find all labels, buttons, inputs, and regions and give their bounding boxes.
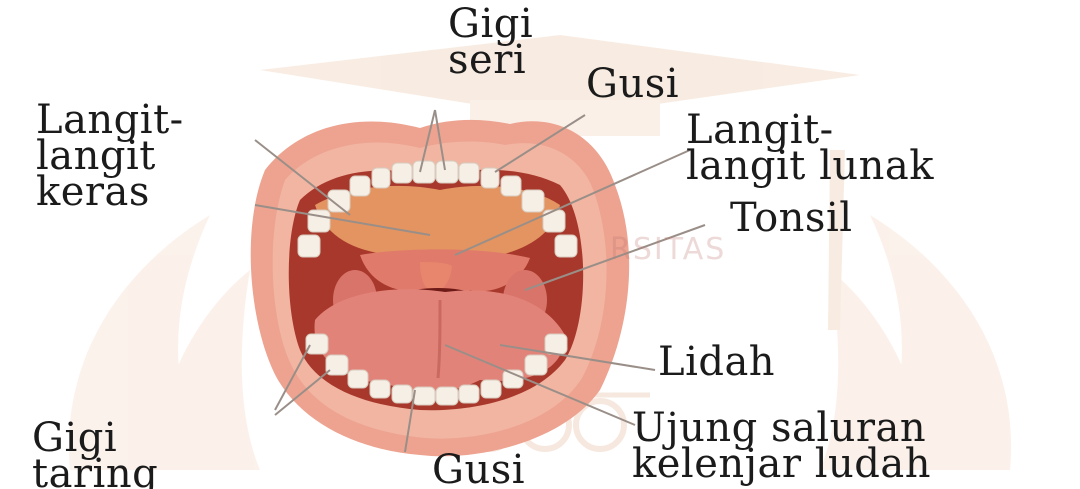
mouth-illustration xyxy=(251,120,629,456)
label-langit-keras: Langit- langit keras xyxy=(36,102,184,210)
label-gusi-top: Gusi xyxy=(586,66,679,102)
label-lidah: Lidah xyxy=(658,344,775,380)
label-gigi-seri-line-2: seri xyxy=(448,42,533,78)
label-ujung-saluran: Ujung saluran kelenjar ludah xyxy=(632,410,931,482)
label-langit-keras-line-3: keras xyxy=(36,174,184,210)
label-langit-lunak-line-2: langit lunak xyxy=(686,148,934,184)
label-langit-lunak: Langit- langit lunak xyxy=(686,112,934,184)
label-gigi-seri: Gigi seri xyxy=(448,6,533,78)
label-gigi-taring-line-2: taring xyxy=(32,456,158,489)
label-tonsil: Tonsil xyxy=(730,200,853,236)
label-ujung-saluran-line-2: kelenjar ludah xyxy=(632,446,931,482)
label-gusi-bottom: Gusi xyxy=(432,452,525,488)
watermark-text: RSITAS xyxy=(610,232,726,267)
label-gigi-taring: Gigi taring xyxy=(32,420,158,489)
